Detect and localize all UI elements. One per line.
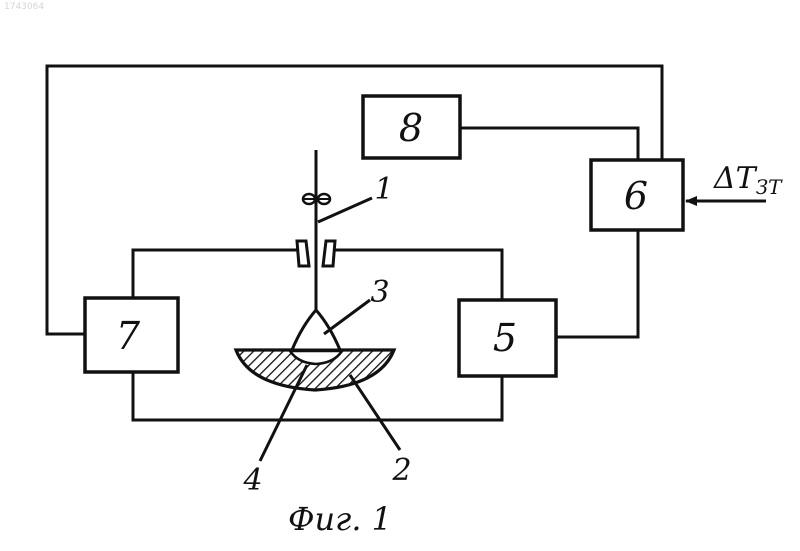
block-6-label: 6 (624, 174, 648, 218)
top-circuit-line-right (334, 250, 502, 300)
block-7-label: 7 (116, 314, 141, 358)
part-4-label: 4 (242, 463, 262, 498)
part-3-label: 3 (370, 275, 389, 310)
input-signal-main: ΔT (713, 161, 758, 196)
part-2-label: 2 (391, 453, 411, 488)
input-signal-label: ΔTЗТ (713, 161, 783, 199)
leader-line-2 (350, 375, 400, 450)
figure-caption: Фиг. 1 (288, 500, 392, 538)
top-circuit-line (133, 250, 298, 298)
block-8-label: 8 (399, 106, 423, 150)
input-signal-subscript: ЗТ (756, 175, 783, 199)
connection-line-6-to-5 (556, 230, 638, 337)
connection-line-8-to-6 (460, 128, 638, 160)
watermark-text: 1743064 (4, 2, 44, 12)
leader-line-1 (318, 198, 372, 222)
feedback-line-7-to-6 (47, 66, 662, 334)
block-5-label: 5 (493, 316, 517, 360)
part-1-label: 1 (374, 172, 393, 207)
arc-column (292, 310, 340, 350)
leader-line-3 (324, 300, 370, 334)
